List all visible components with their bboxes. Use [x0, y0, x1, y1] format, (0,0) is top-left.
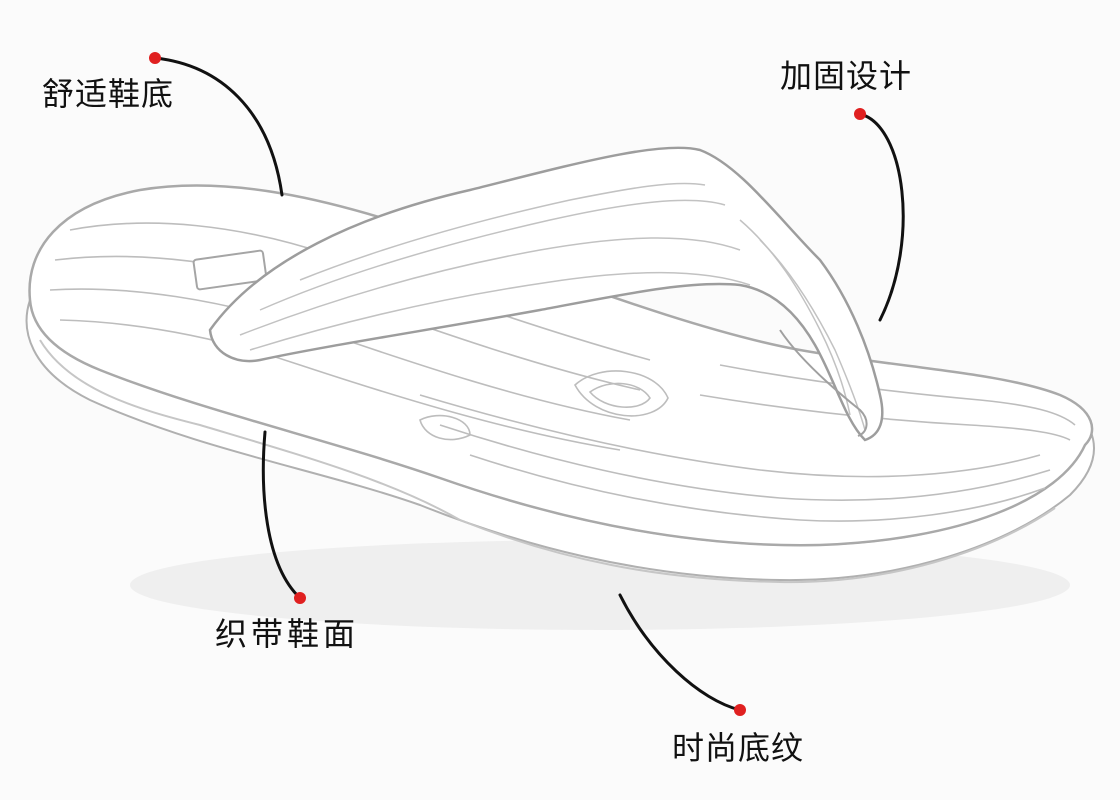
leader-webbing-upper: [261, 430, 302, 600]
leader-fashion-tread: [618, 593, 742, 712]
leader-reinforced-design: [858, 112, 905, 322]
dot-reinforced-design: [854, 108, 866, 120]
label-reinforced-design: 加固设计: [780, 57, 913, 95]
strap-weave: [239, 182, 866, 431]
label-comfort-sole: 舒适鞋底: [42, 75, 175, 113]
label-webbing-upper: 织带鞋面: [215, 615, 360, 653]
heel-tag: [192, 249, 268, 291]
dot-fashion-tread: [734, 704, 746, 716]
leader-comfort-sole: [153, 56, 284, 197]
sole-tread-edge: [39, 339, 1056, 584]
label-fashion-tread: 时尚底纹: [672, 729, 805, 767]
dot-webbing-upper: [294, 592, 306, 604]
toe-post: [779, 329, 868, 437]
leader-lines: [153, 56, 905, 712]
woven-strap: [208, 146, 884, 442]
dot-comfort-sole: [149, 52, 161, 64]
footbed-grain: [49, 222, 1076, 522]
callout-dots: [149, 52, 866, 716]
